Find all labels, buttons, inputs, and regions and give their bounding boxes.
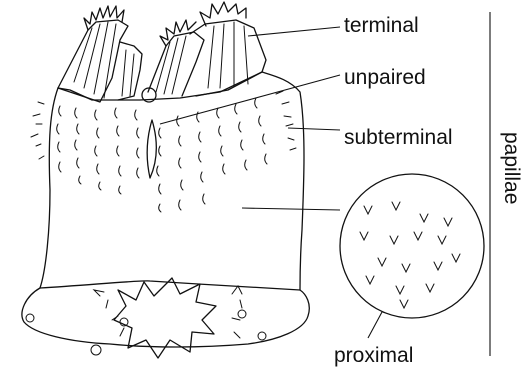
- subterminal-leader-line: [288, 128, 340, 130]
- proximal-leader-line: [368, 312, 382, 338]
- proboscis-body: [40, 72, 304, 290]
- proximal-ring: [22, 278, 309, 358]
- proximal-label: proximal: [334, 344, 413, 367]
- inset-connector-line: [242, 208, 340, 210]
- subterminal-label: subterminal: [344, 126, 453, 149]
- papillae-label: papillae: [500, 132, 523, 204]
- proximal-papillae-inset: [340, 174, 484, 318]
- terminal-leader-line: [248, 27, 340, 36]
- unpaired-label: unpaired: [344, 66, 426, 89]
- terminal-label: terminal: [344, 14, 419, 37]
- subterminal-papillae: [31, 91, 296, 212]
- terminal-papillae: [58, 2, 266, 102]
